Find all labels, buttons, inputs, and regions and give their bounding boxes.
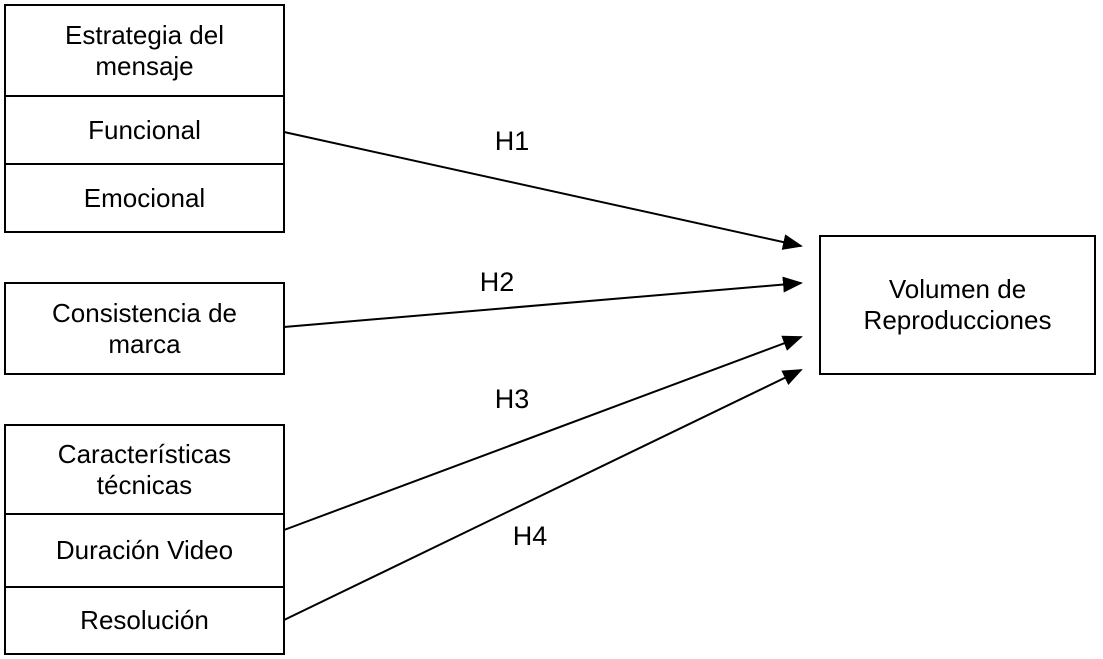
h1-label: H1 xyxy=(494,126,530,156)
h4-arrow xyxy=(283,369,803,621)
row-consistencia-de-marca: Consistencia de marca xyxy=(52,297,237,359)
row-estrategia-del-mensaje: Estrategia del mensaje xyxy=(65,19,224,81)
row-emocional: Emocional xyxy=(6,163,283,231)
box-caracteristicas-tecnicas: Características técnicas Duración Video … xyxy=(4,424,285,655)
row-funcional: Funcional xyxy=(6,95,283,163)
h1-arrow xyxy=(283,131,803,250)
row-resolucion: Resolución xyxy=(6,586,283,653)
row-caracteristicas-tecnicas: Características técnicas xyxy=(57,438,232,500)
h4-label: H4 xyxy=(512,521,548,551)
box-consistencia-de-marca: Consistencia de marca xyxy=(4,282,285,375)
h2-label: H2 xyxy=(479,267,515,297)
h3-label: H3 xyxy=(494,384,530,414)
row-volumen-de-reproducciones: Volumen de Reproducciones xyxy=(863,274,1052,335)
row-duracion-video: Duración Video xyxy=(6,513,283,586)
box-volumen-de-reproducciones: Volumen de Reproducciones xyxy=(819,235,1096,375)
box-estrategia-del-mensaje: Estrategia del mensaje Funcional Emocion… xyxy=(4,4,285,233)
h2-arrow xyxy=(283,276,803,328)
h3-arrow xyxy=(283,335,803,531)
